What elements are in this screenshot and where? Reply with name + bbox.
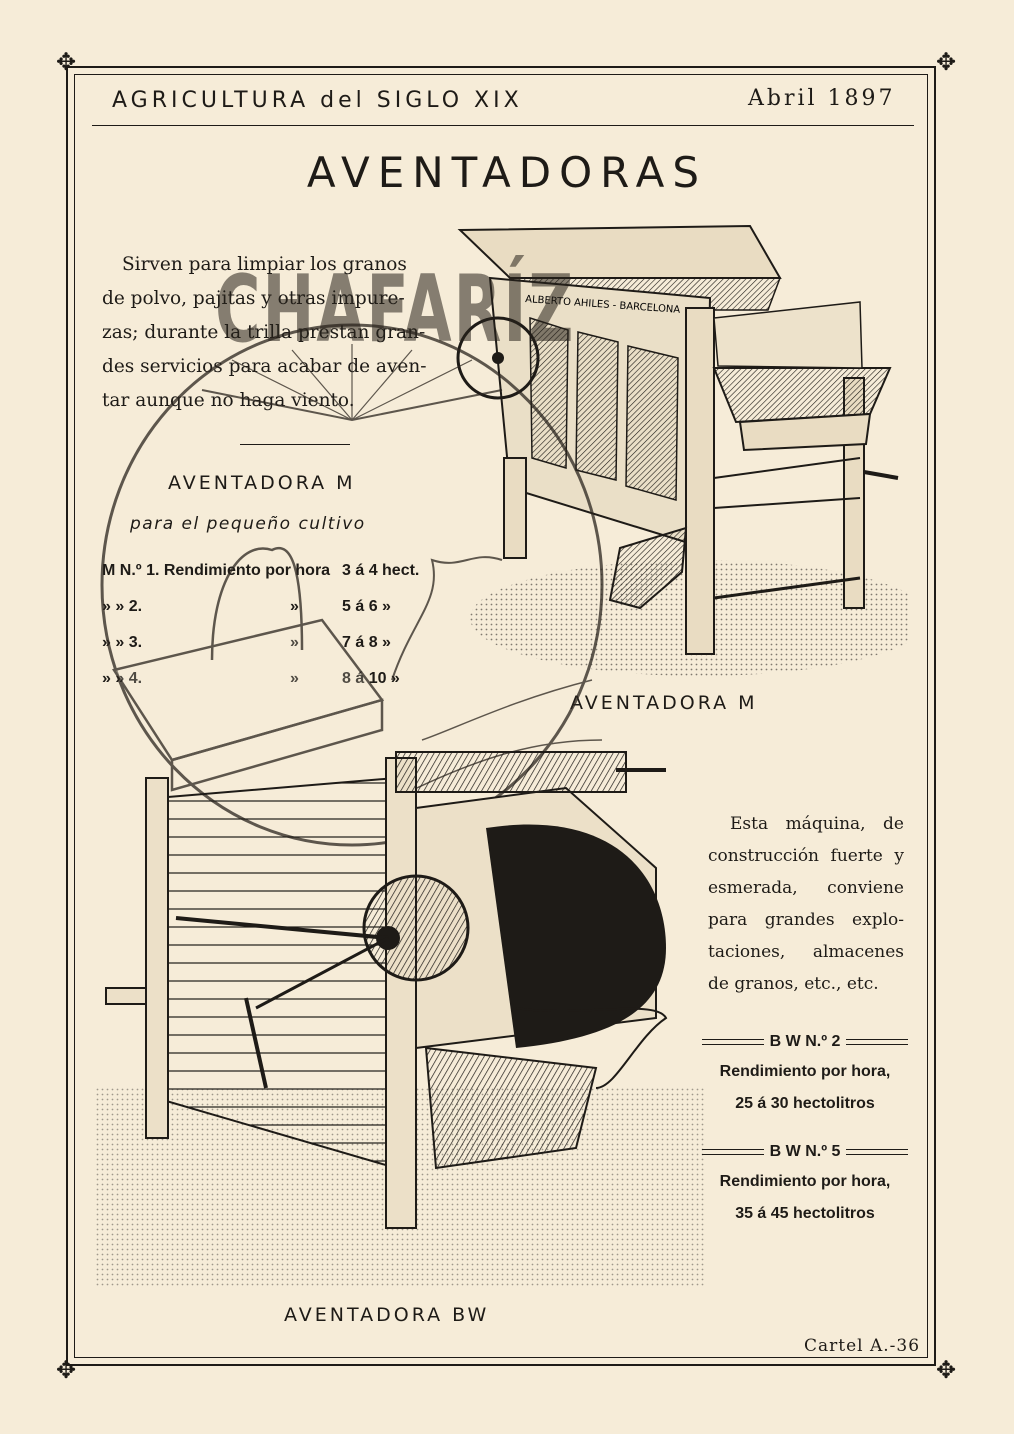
intro-line: zas; durante la trilla prestan gran- [102,322,426,343]
double-rule [702,1149,764,1155]
corner-ornament-icon: ✥ [55,1356,77,1384]
spec-model: » » 3. [102,634,143,651]
figure-bw-caption: AVENTADORA BW [284,1304,490,1326]
stamp-text: CHAFARÍZ [215,253,576,364]
spec-ditto: » [290,670,299,687]
corner-ornament-icon: ✥ [935,1356,957,1384]
model-bw-2: B W N.º 2 Rendimiento por hora, 25 á 30 … [702,1028,909,1120]
table-row: » » 3. » 7 á 8 » [102,634,442,670]
section-m-subtitle: para el pequeño cultivo [130,514,366,534]
double-rule [846,1149,909,1155]
intro-line: des servicios para acabar de aven- [102,356,427,377]
poster-reference: Cartel A.-36 [804,1336,921,1356]
intro-line: Sirven para limpiar los granos [122,254,407,275]
publication-date: Abril 1897 [748,86,896,111]
intro-line: de polvo, pajitas y otras impure- [102,288,405,309]
intro-paragraph: Sirven para limpiar los granos de polvo,… [102,248,436,418]
spec-model: M N.º 1. Rendimiento por hora [102,562,331,579]
model-name: B W N.º 2 [769,1033,841,1050]
winnower-m-illustration: ALBERTO AHILES - BARCELONA [456,224,910,676]
table-row: » » 4. » 8 á 10 » [102,670,442,706]
spec-model: » » 2. [102,598,143,615]
double-rule [846,1039,909,1045]
model-yield-label: Rendimiento por hora, [719,1173,891,1190]
spec-range: 3 á 4 hect. [342,562,420,579]
description-line: de granos, etc., etc. [708,974,879,994]
spec-table-m: M N.º 1. Rendimiento por hora 3 á 4 hect… [102,562,442,706]
bw-description: Esta máquina, de construcción fuerte y e… [708,808,904,1000]
page-border-inner [74,74,928,1358]
corner-ornament-icon: ✥ [55,48,77,76]
model-yield-value: 25 á 30 hectolitros [735,1095,875,1112]
spec-range: 8 á 10 » [342,670,400,687]
corner-ornament-icon: ✥ [935,48,957,76]
model-yield-label: Rendimiento por hora, [719,1063,891,1080]
header-divider [92,125,914,126]
spec-ditto: » [290,634,299,651]
table-row: M N.º 1. Rendimiento por hora 3 á 4 hect… [102,562,442,598]
spec-range: 7 á 8 » [342,634,391,651]
model-bw-5: B W N.º 5 Rendimiento por hora, 35 á 45 … [702,1138,909,1230]
publication-title: AGRICULTURA del SIGLO XIX [112,88,523,113]
description-line: esmerada, conviene [708,878,904,898]
page-border-outer [66,66,936,1366]
table-row: » » 2. » 5 á 6 » [102,598,442,634]
description-line: Esta máquina, de [730,814,904,834]
description-line: para grandes explo- [708,910,904,930]
model-name: B W N.º 5 [769,1143,841,1160]
spec-range: 5 á 6 » [342,598,391,615]
section-divider [240,444,350,445]
spec-ditto: » [290,598,299,615]
section-m-title: AVENTADORA M [168,472,356,494]
spec-model: » » 4. [102,670,143,687]
description-line: taciones, almacenes [708,942,904,962]
winnower-bw-illustration [96,751,706,1288]
page-title: AVENTADORAS [306,148,708,197]
double-rule [702,1039,764,1045]
intro-line: tar aunque no haga viento. [102,390,355,411]
description-line: construcción fuerte y [708,846,904,866]
model-yield-value: 35 á 45 hectolitros [735,1205,875,1222]
figure-m-caption: AVENTADORA M [570,692,758,714]
